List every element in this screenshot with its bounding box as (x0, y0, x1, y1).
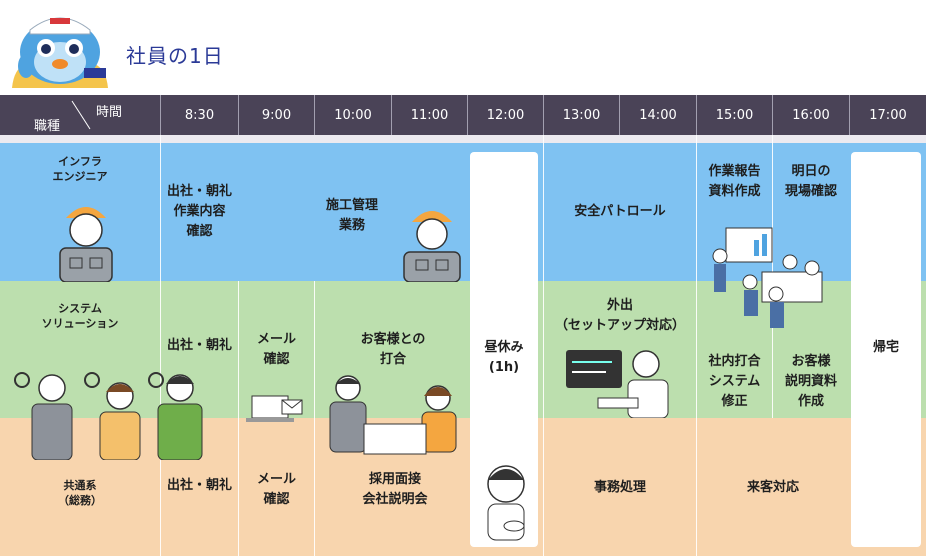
customer-meeting-illustration (329, 375, 457, 455)
presentation-illustration (712, 227, 823, 328)
header-gap (0, 135, 926, 143)
system-task-explanation-docs: お客様 説明資料 作成 (784, 354, 837, 409)
infra-task-construction: 施工管理 業務 (325, 198, 378, 233)
role-system: システム ソリューション (41, 302, 119, 330)
time-header: 8:30 (184, 107, 215, 123)
page-title: 社員の1日 (126, 44, 224, 68)
laptop-mail-illustration (246, 395, 303, 422)
column-divider (314, 281, 315, 556)
role-label: 職種 (34, 119, 61, 134)
time-header: 17:00 (869, 107, 907, 123)
infra-engineer-illustration (59, 207, 113, 282)
home-block (851, 152, 921, 547)
general-task-interview: 採用面接 会社説明会 (362, 472, 428, 507)
row-band-general (0, 418, 926, 556)
infra-task-patrol: 安全パトロール (574, 204, 666, 219)
system-task-meeting: お客様との 打合 (360, 332, 426, 367)
column-divider (696, 135, 697, 556)
header-separator (160, 95, 161, 135)
header-corner: 職種 時間 (0, 95, 160, 135)
commuters-illustration (14, 372, 203, 460)
header-separator (238, 95, 239, 135)
infra-task-site-check: 明日の 現場確認 (784, 164, 837, 199)
header-separator (467, 95, 468, 135)
lunch-label: 昼休み (1h) (484, 340, 524, 375)
general-task-office-work: 事務処理 (593, 480, 646, 495)
schedule-header (0, 95, 926, 135)
header-separator (543, 95, 544, 135)
home-label: 帰宅 (872, 340, 899, 355)
column-divider (543, 135, 544, 556)
system-task-mail: メール 確認 (256, 332, 296, 367)
setup-work-illustration (566, 350, 669, 418)
header-separator (619, 95, 620, 135)
time-header: 13:00 (562, 107, 601, 123)
mascot-illustration (4, 4, 116, 96)
column-divider (238, 281, 239, 556)
role-general: 共通系 （総務） (58, 479, 102, 507)
time-header: 12:00 (486, 107, 525, 123)
header-separator (696, 95, 697, 135)
header-separator (849, 95, 850, 135)
role-infra: インフラ エンジニア (52, 155, 108, 183)
system-morning: 出社・朝礼 (166, 338, 232, 353)
column-divider (160, 135, 161, 556)
header-separator (772, 95, 773, 135)
corner-divider (71, 100, 91, 130)
time-header: 9:00 (261, 107, 292, 123)
infra-task-report: 作業報告 資料作成 (708, 164, 761, 199)
header-separator (314, 95, 315, 135)
time-header: 11:00 (410, 107, 449, 123)
lunch-person-illustration (487, 465, 525, 541)
time-label: 時間 (96, 105, 123, 120)
general-morning: 出社・朝礼 (166, 478, 232, 493)
time-header: 10:00 (334, 107, 372, 123)
general-task-mail: メール 確認 (256, 472, 296, 507)
general-task-visitors: 来客対応 (746, 480, 799, 495)
system-task-setup: 外出 （セットアップ対応） (554, 298, 685, 333)
infra-morning: 出社・朝礼 作業内容 確認 (166, 184, 232, 239)
header-separator (391, 95, 392, 135)
system-task-internal-meeting: 社内打合 システム 修正 (708, 354, 761, 409)
time-header: 15:00 (715, 107, 754, 123)
infra-engineer-illustration-2 (403, 211, 461, 282)
time-header: 16:00 (792, 107, 830, 123)
time-header: 14:00 (639, 107, 677, 123)
